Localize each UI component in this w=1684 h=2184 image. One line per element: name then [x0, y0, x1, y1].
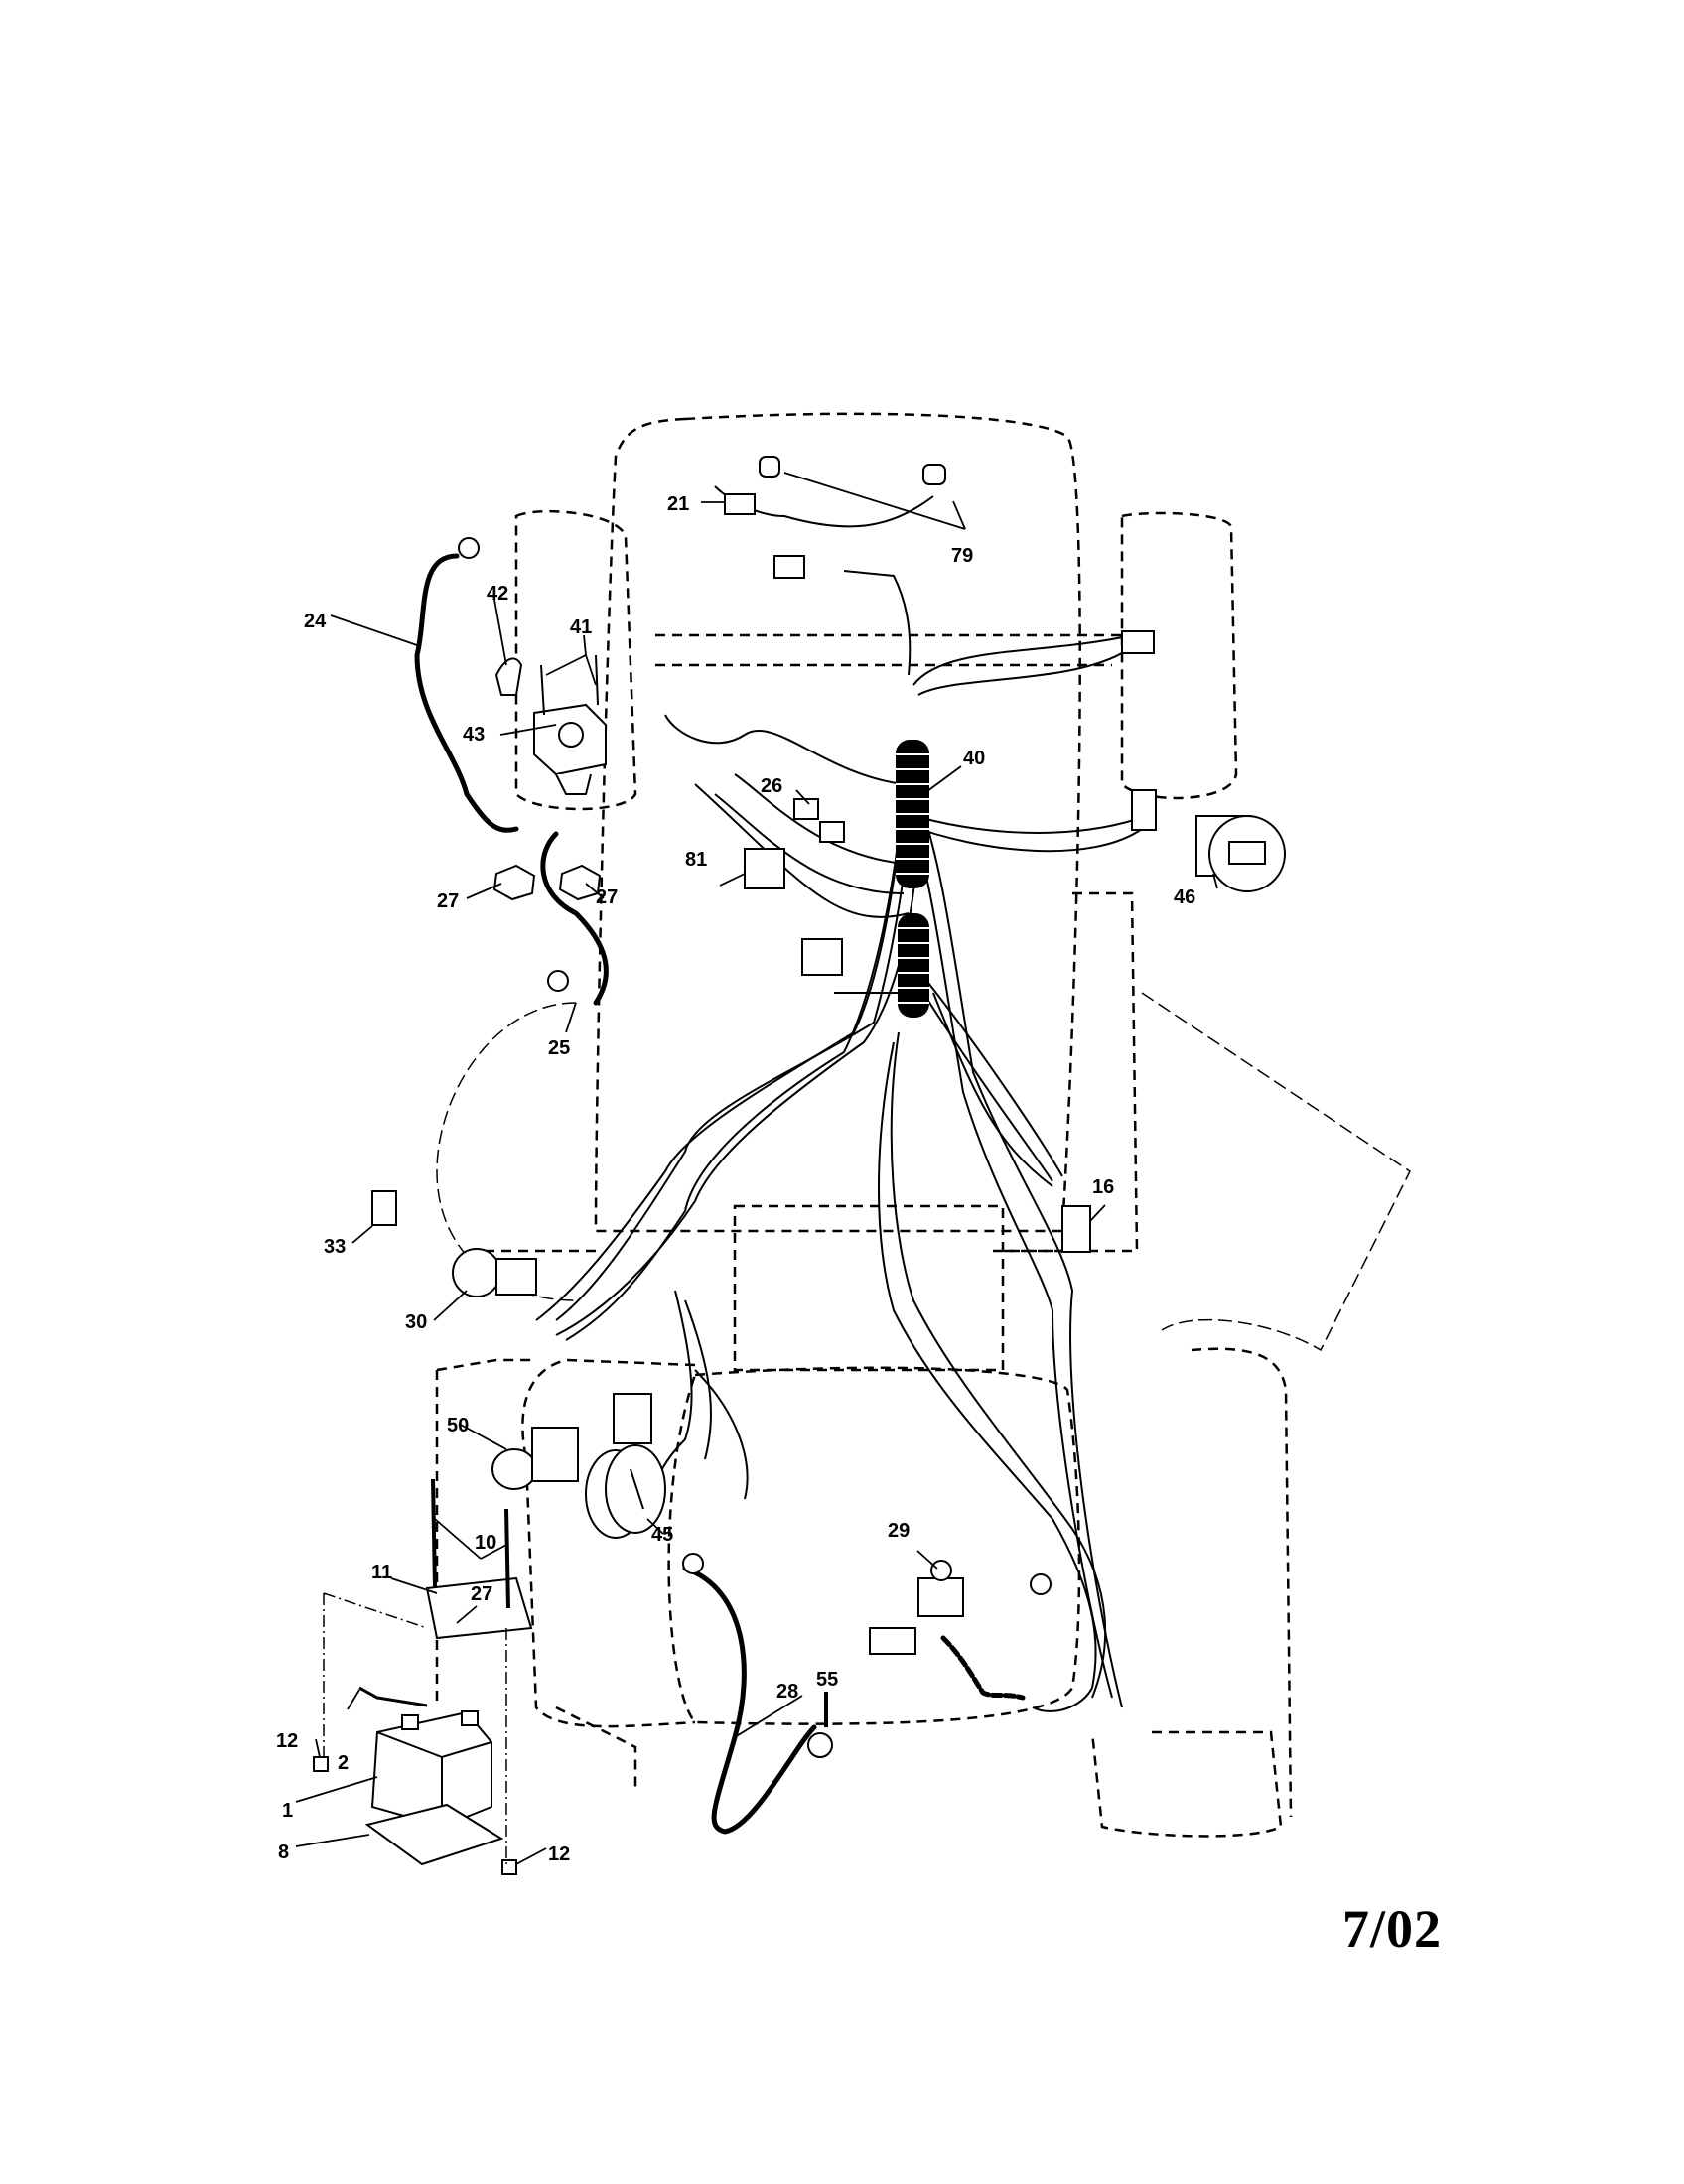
date-code: 7/02 — [1342, 1899, 1443, 1959]
callout-16: 16 — [1092, 1176, 1114, 1198]
solenoid-43 — [533, 703, 607, 795]
callout-33: 33 — [324, 1236, 346, 1258]
ground-cable-28 — [682, 1566, 817, 1835]
ignition-key-33 — [371, 1190, 397, 1226]
callout-50: 50 — [447, 1415, 469, 1436]
heavy-cables — [414, 553, 1026, 1835]
ring-terminal-24 — [458, 537, 480, 559]
relay-81 — [744, 848, 785, 889]
components — [313, 456, 1286, 1875]
callout-41: 41 — [570, 616, 592, 638]
callout-27-right: 27 — [596, 887, 618, 908]
wire-bundle — [535, 570, 1153, 1712]
callout-46: 46 — [1174, 887, 1195, 908]
callout-25: 25 — [548, 1037, 570, 1059]
tractor-outline — [435, 412, 1293, 1838]
callout-1: 1 — [282, 1800, 293, 1822]
nut-12-left — [313, 1756, 329, 1772]
ammeter-45 — [585, 1444, 666, 1539]
callout-30: 30 — [405, 1311, 427, 1333]
callout-24: 24 — [304, 611, 327, 632]
callout-labels: 1 2 8 10 11 12 12 16 21 24 25 26 27 27 2… — [276, 493, 1195, 1865]
connector-right-upper — [1121, 630, 1155, 654]
connector-26b — [819, 821, 845, 843]
callout-26: 26 — [761, 775, 782, 797]
harness-loom-sleeve — [896, 740, 929, 1018]
callout-27-battery: 27 — [471, 1583, 492, 1605]
nut-27-right — [558, 864, 602, 901]
callout-40: 40 — [963, 748, 985, 769]
connector-upper — [773, 555, 805, 579]
battery-1 — [370, 1710, 492, 1829]
connector-six-pin — [613, 1393, 652, 1444]
callout-79: 79 — [951, 545, 973, 567]
ring-terminal-28 — [682, 1553, 704, 1574]
connector-mid — [801, 938, 843, 976]
callout-42: 42 — [487, 583, 508, 605]
callout-55: 55 — [816, 1669, 838, 1691]
nut-27-left — [492, 864, 536, 901]
nut-12-right — [501, 1859, 517, 1875]
connector-right-lower — [1131, 789, 1157, 831]
connector-21 — [724, 493, 756, 515]
callout-81: 81 — [685, 849, 707, 871]
cable-25 — [540, 831, 609, 1006]
ignition-switch-30 — [452, 1248, 537, 1297]
pto-switch-50 — [491, 1427, 579, 1490]
battery-cable-24 — [414, 553, 519, 833]
fuel-solenoid-29 — [917, 1560, 964, 1617]
callout-12-left: 12 — [276, 1730, 298, 1752]
seat-switch-16 — [1061, 1205, 1091, 1253]
callout-21: 21 — [667, 493, 689, 515]
callout-45: 45 — [651, 1524, 673, 1546]
hour-meter-46 — [1195, 815, 1286, 892]
callout-11: 11 — [371, 1562, 392, 1583]
callout-8: 8 — [278, 1842, 289, 1863]
bolt-41 — [540, 654, 599, 716]
assembly-leaders — [323, 1592, 507, 1866]
callout-2: 2 — [338, 1752, 349, 1774]
callout-27-left: 27 — [437, 890, 459, 912]
connector-29 — [869, 1627, 916, 1655]
callout-29: 29 — [888, 1520, 910, 1542]
connector-26 — [793, 798, 819, 820]
loom-ribs — [896, 753, 929, 1004]
callout-12-right: 12 — [548, 1843, 570, 1865]
battery-bracket-11 — [425, 1576, 533, 1640]
callout-28: 28 — [776, 1681, 798, 1703]
bolt-2 — [358, 1686, 428, 1707]
ring-terminal-29 — [1030, 1573, 1052, 1595]
headlight-bulb-79 — [714, 456, 946, 528]
battery-tray-8 — [364, 1803, 504, 1866]
boot-42 — [494, 657, 523, 696]
callout-43: 43 — [463, 724, 485, 746]
callout-10: 10 — [475, 1532, 496, 1554]
ring-terminal-25 — [547, 970, 569, 992]
callout-leaders — [295, 472, 1218, 1865]
ring-terminal-55 — [807, 1732, 833, 1758]
wire-coil-29 — [940, 1635, 1026, 1701]
hold-down-rod-10 — [431, 1478, 510, 1609]
